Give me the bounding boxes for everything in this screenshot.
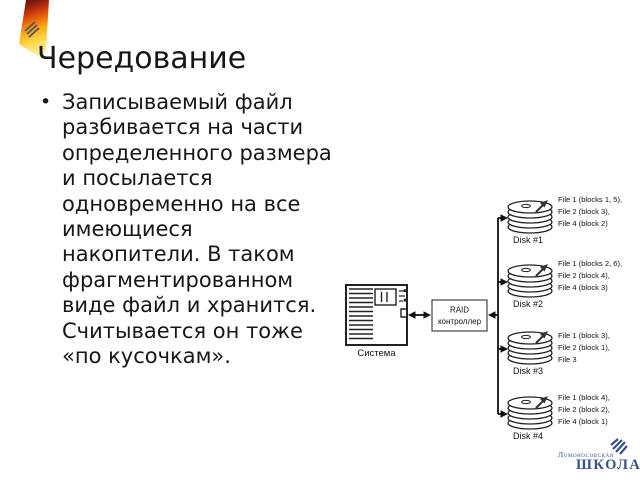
raid-controller-label-line1: RAID [450,306,469,315]
disk-2-files-line1: File 1 (blocks 2, 6), [558,259,622,268]
disk-1-icon: Disk #1 [507,200,553,245]
disk-arrow-icon [540,331,548,339]
disk-2-label: Disk #2 [513,299,543,309]
disk-3-icon: Disk #3 [507,331,553,376]
system-controller-arrow [408,311,431,319]
disk-arrow-icon [540,264,548,272]
bullet-line: накопители. В таком [62,242,295,267]
bullet-line: одновременно на все [62,191,301,216]
disk-1-files-line1: File 1 (blocks 1, 5), [558,195,622,204]
disk-1-files-line3: File 4 (block 2) [558,219,608,228]
ribbon-emblem-stripes-icon [24,21,40,38]
bus-branch-arrows [498,214,508,418]
bullet-line: «по кусочкам». [62,344,231,369]
disk-4-icon: Disk #4 [507,396,553,441]
disk-3-label: Disk #3 [513,366,543,376]
slide-title: Чередование [37,41,247,76]
disk-arrow-icon [540,200,548,208]
disk-2-files-line2: File 2 (block 4), [558,271,610,280]
school-diamond-icon [610,438,628,455]
bullet-text: Записываемый файл разбивается на части о… [62,90,332,369]
system-computer-icon [345,284,408,346]
school-name-top: Ломоносовская [558,450,614,459]
raid-controller-box: RAID контроллер [431,299,488,332]
controller-bus-arrow [488,311,498,319]
disk-4-files-line2: File 2 (block 2), [558,405,610,414]
bullet-line: и посылается [62,166,213,191]
disk-1-label: Disk #1 [513,235,543,245]
school-logo: Ломоносовская ШКОЛА [552,433,640,479]
ribbon-logo-icon [19,0,49,58]
bullet-paragraph: • Записываемый файл разбивается на части… [40,90,332,369]
bullet-line: имеющиеся [62,217,193,242]
bullet-marker: • [40,91,52,113]
disk-3-files-line3: File 3 [558,355,577,364]
bullet-line: Считывается он тоже [62,318,303,343]
disk-1-files-line2: File 2 (block 3), [558,207,610,216]
bullet-line: разбивается на части [62,115,304,140]
disk-2-files-line3: File 4 (block 3) [558,283,608,292]
bullet-line: определенного размера [62,140,332,165]
raid-striping-diagram: Система RAID контроллер [345,195,622,441]
raid-controller-label-line2: контроллер [438,317,482,326]
disk-2-icon: Disk #2 [507,264,553,309]
bullet-line: фрагментированном [62,267,294,292]
disk-arrow-icon [540,396,548,404]
disk-4-files-line3: File 4 (block 1) [558,417,608,426]
disk-3-files-line2: File 2 (block 1), [558,343,610,352]
disk-3-files-line1: File 1 (block 3), [558,331,610,340]
system-label: Система [357,348,396,359]
bullet-line: виде файл и хранится. [62,293,317,318]
bullet-line: Записываемый файл [62,90,293,114]
disk-4-files-line1: File 1 (block 4), [558,393,610,402]
disk-4-label: Disk #4 [513,431,543,441]
school-name-bottom: ШКОЛА [576,457,640,473]
